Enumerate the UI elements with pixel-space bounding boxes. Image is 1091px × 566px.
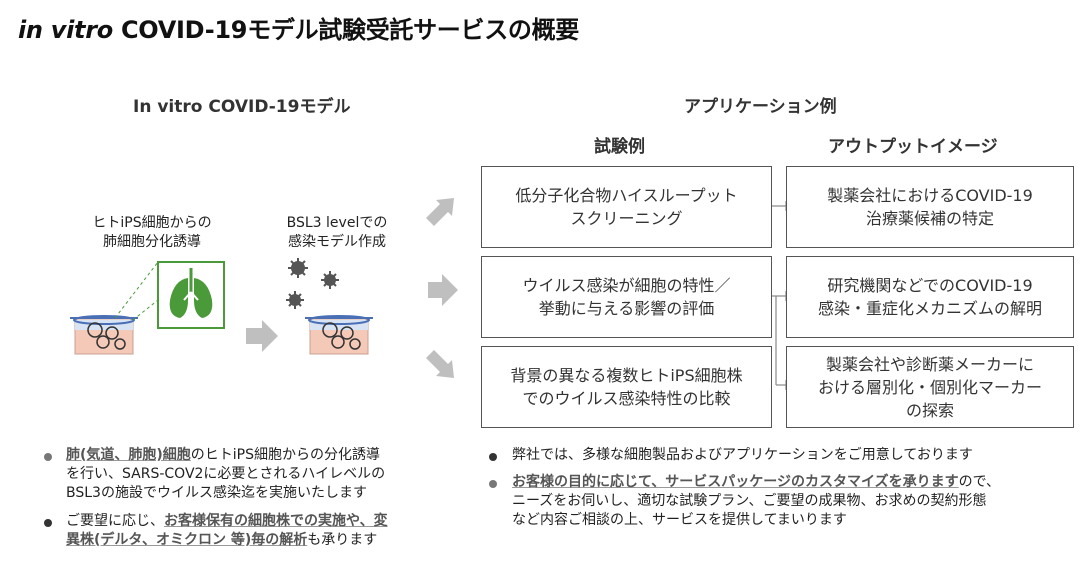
process-arrow-icon <box>246 320 278 352</box>
right-bullet-1: 弊社では、多様な細胞製品およびアプリケーションをご用意しております <box>512 447 973 463</box>
applications-header: アプリケーション例 <box>684 97 837 117</box>
output-box-markers: 製薬会社や診断薬メーカーにおける層別化・個別化マーカーの探索 <box>786 346 1074 428</box>
left-bullet-2: ご要望に応じ、お客様保有の細胞株での実施や、変 異株(デルタ、オミクロン 等)毎… <box>66 513 388 548</box>
test-box-infection-effect: ウイルス感染が細胞の特性／挙動に与える影響の評価 <box>481 256 772 338</box>
bullet-dot-icon <box>44 519 52 527</box>
bullet-dot-icon <box>489 480 497 488</box>
left-bullet-1: 肺(気道、肺胞)細胞のヒトiPS細胞からの分化誘導 を行い、SARS-COV2に… <box>66 447 386 501</box>
step1-caption: ヒトiPS細胞からの肺細胞分化誘導 <box>92 215 212 250</box>
test-box-cell-line-comparison: 背景の異なる複数ヒトiPS細胞株でのウイルス感染特性の比較 <box>481 346 772 428</box>
bullet-dot-icon <box>44 453 52 461</box>
lung-icon <box>157 261 225 329</box>
virus-icon <box>286 258 339 309</box>
right-bullet-2: お客様の目的に応じて、サービスパッケージのカスタマイズを承りますので、 ニーズを… <box>512 474 1001 528</box>
tests-column-header: 試験例 <box>594 137 645 157</box>
culture-dish-icon <box>70 315 138 355</box>
outputs-column-header: アウトプットイメージ <box>828 137 998 157</box>
bullet-dot-icon <box>489 453 497 461</box>
left-section-header: In vitro COVID-19モデル <box>133 97 351 117</box>
test-box-screening: 低分子化合物ハイスループットスクリーニング <box>481 166 772 248</box>
branch-arrows-icon <box>426 198 458 378</box>
page-title: in vitro COVID-19モデル試験受託サービスの概要 <box>18 16 579 44</box>
infected-dish-icon <box>305 315 373 355</box>
step2-caption: BSL3 levelでの感染モデル作成 <box>286 215 388 250</box>
